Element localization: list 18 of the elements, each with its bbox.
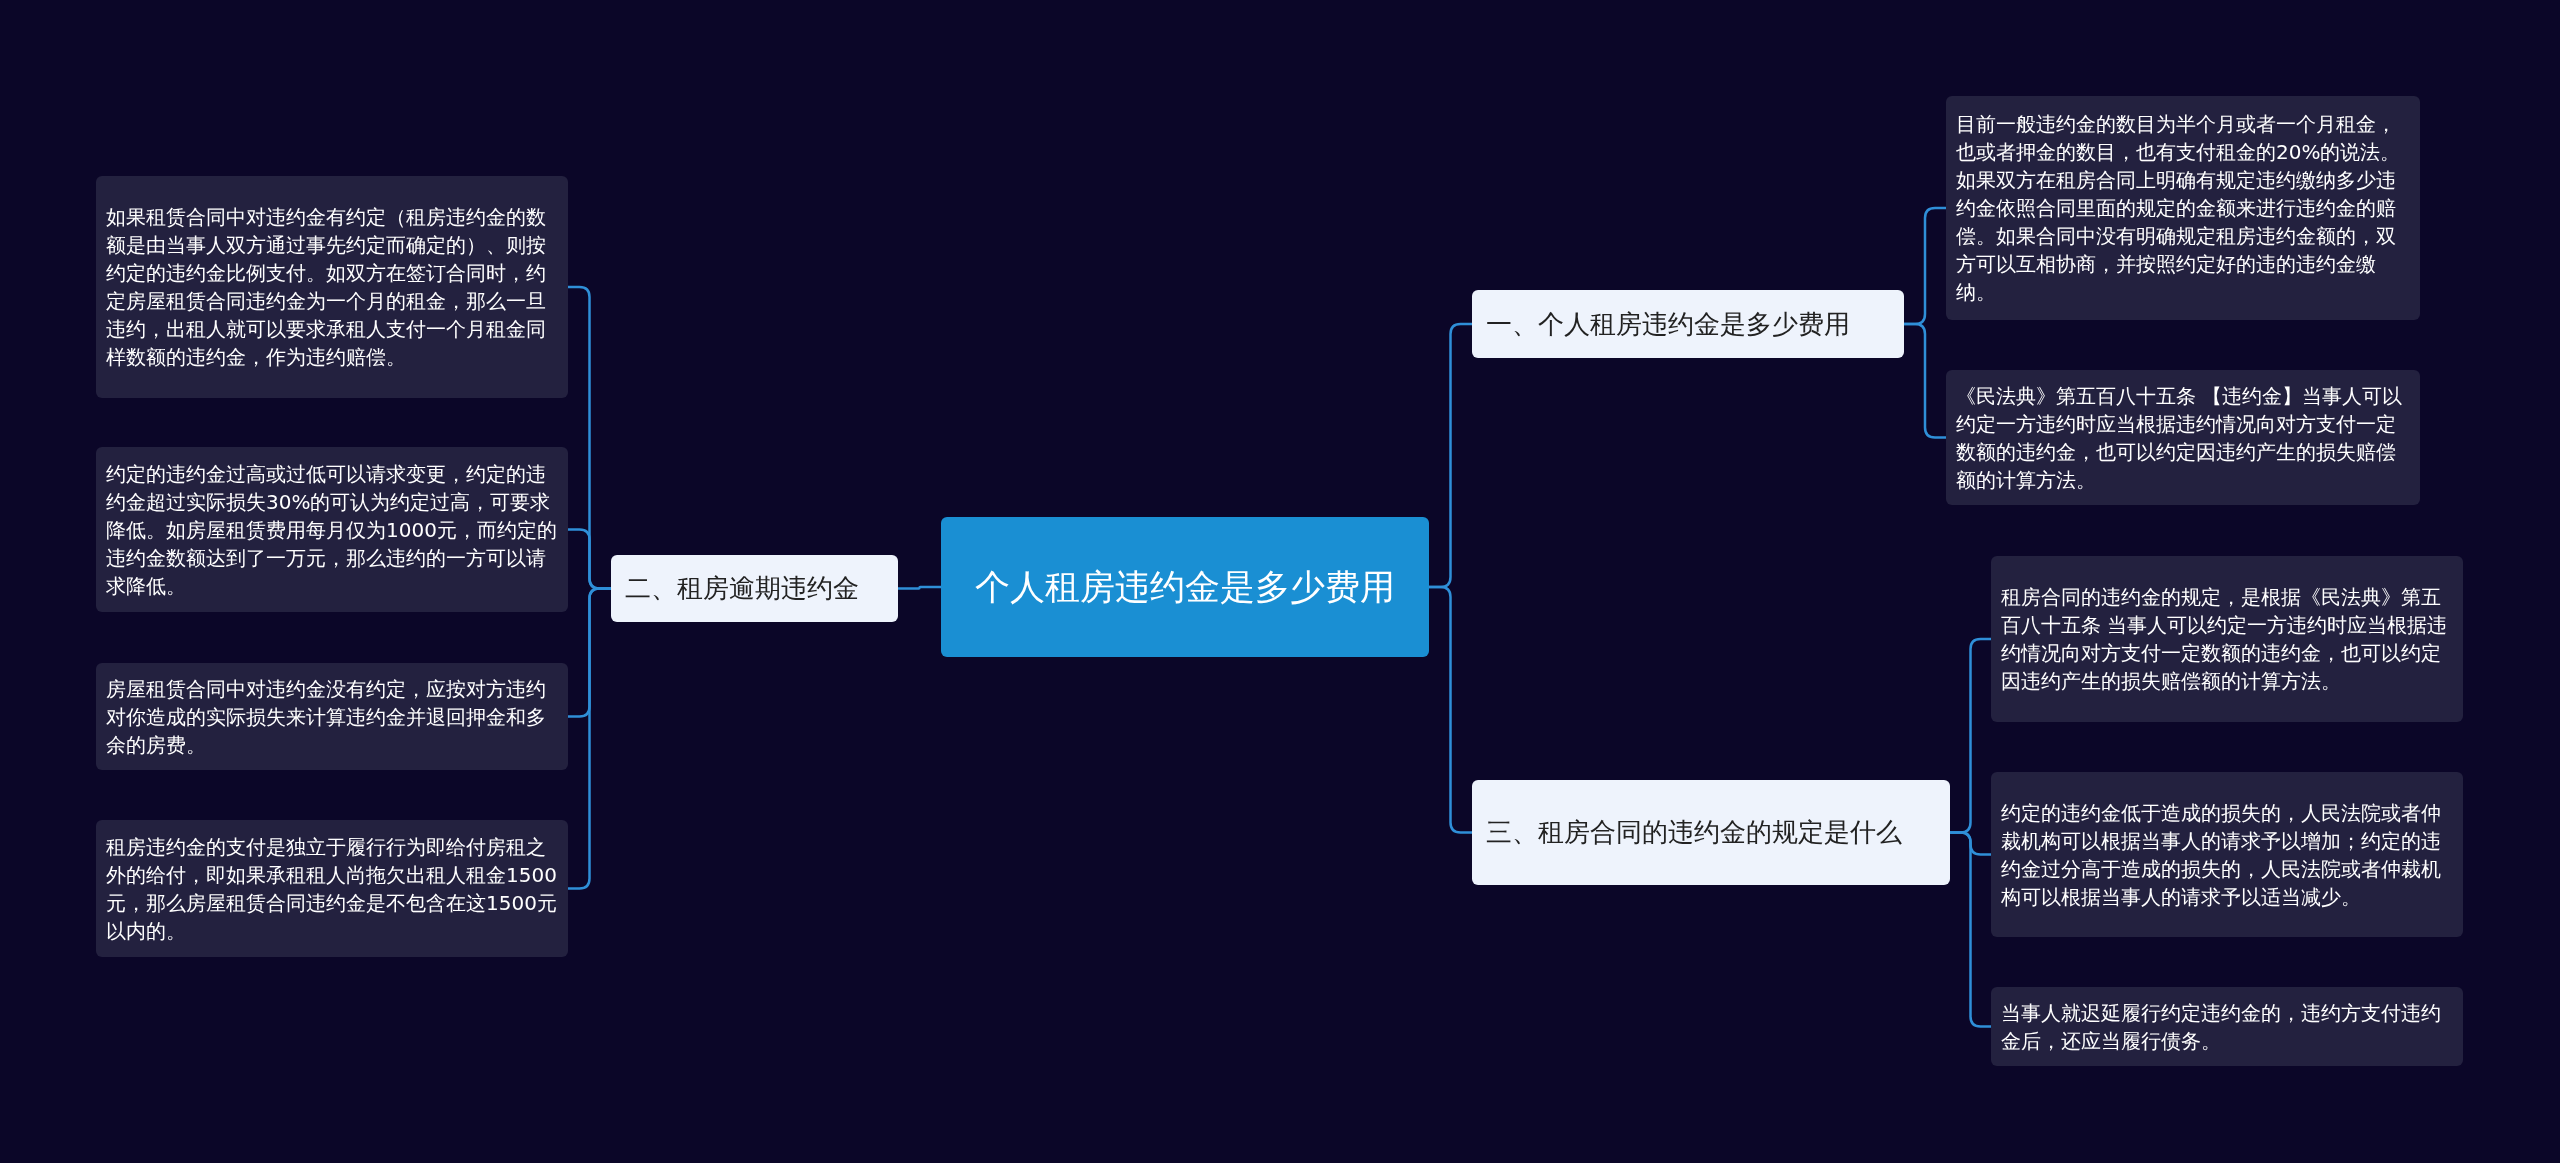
detail-card: 租房合同的违约金的规定，是根据《民法典》第五百八十五条 当事人可以约定一方违约时应当根据违约情况向对方支付一定数额的违约金，也可以约定因违约产生的损失赔偿额的计算方法。 (1991, 556, 2463, 722)
central-topic-box: 个人租房违约金是多少费用 (941, 517, 1429, 657)
connector-line (898, 585, 941, 590)
detail-card: 房屋租赁合同中对违约金没有约定，应按对方违约对你造成的实际损失来计算违约金并退回押金和多余的房费。 (96, 663, 568, 770)
detail-card: 目前一般违约金的数目为半个月或者一个月租金，也或者押金的数目，也有支付租金的20%的说法。如果双方在租房合同上明确有规定违约缴纳多少违约金依照合同里面的规定的金额来进行违约金的赔偿。如果合同中没有明确规定租房违约金额的，双方可以互相协商，并按照约定好的违的违约金缴纳。 (1946, 96, 2420, 320)
detail-card: 如果租赁合同中对违约金有约定（租房违约金的数额是由当事人双方通过事先约定而确定的）、则按约定的违约金比例支付。如双方在签订合同时，约定房屋租赁合同违约金为一个月的租金，那么一旦违约，出租人就可以要求承租人支付一个月租金同样数额的违约金，作为违约赔偿。 (96, 176, 568, 398)
detail-card: 《民法典》第五百八十五条 【违约金】当事人可以约定一方违约时应当根据违约情况向对方支付一定数额的违约金，也可以约定因违约产生的损失赔偿额的计算方法。 (1946, 370, 2420, 505)
connector-line (1429, 585, 1472, 834)
connector-line (568, 587, 611, 890)
branch-topic-box: 三、租房合同的违约金的规定是什么 (1472, 780, 1950, 885)
detail-card: 租房违约金的支付是独立于履行行为即给付房租之外的给付，即如果承租租人尚拖欠出租人租金1500元，那么房屋租赁合同违约金是不包含在这1500元以内的。 (96, 820, 568, 957)
connector-line (1904, 322, 1946, 439)
branch-topic-box: 一、个人租房违约金是多少费用 (1472, 290, 1904, 358)
branch-topic-box: 二、租房逾期违约金 (611, 555, 898, 622)
detail-card: 当事人就迟延履行约定违约金的，违约方支付违约金后，还应当履行债务。 (1991, 987, 2463, 1066)
connector-line (1950, 831, 1991, 1028)
detail-card: 约定的违约金低于造成的损失的，人民法院或者仲裁机构可以根据当事人的请求予以增加；约定的违约金过分高于造成的损失的，人民法院或者仲裁机构可以根据当事人的请求予以适当减少。 (1991, 772, 2463, 937)
detail-card: 约定的违约金过高或过低可以请求变更，约定的违约金超过实际损失30%的可认为约定过高，可要求降低。如房屋租赁费用每月仅为1000元，而约定的违约金数额达到了一万元，那么违约的一方可以请求降低。 (96, 447, 568, 612)
